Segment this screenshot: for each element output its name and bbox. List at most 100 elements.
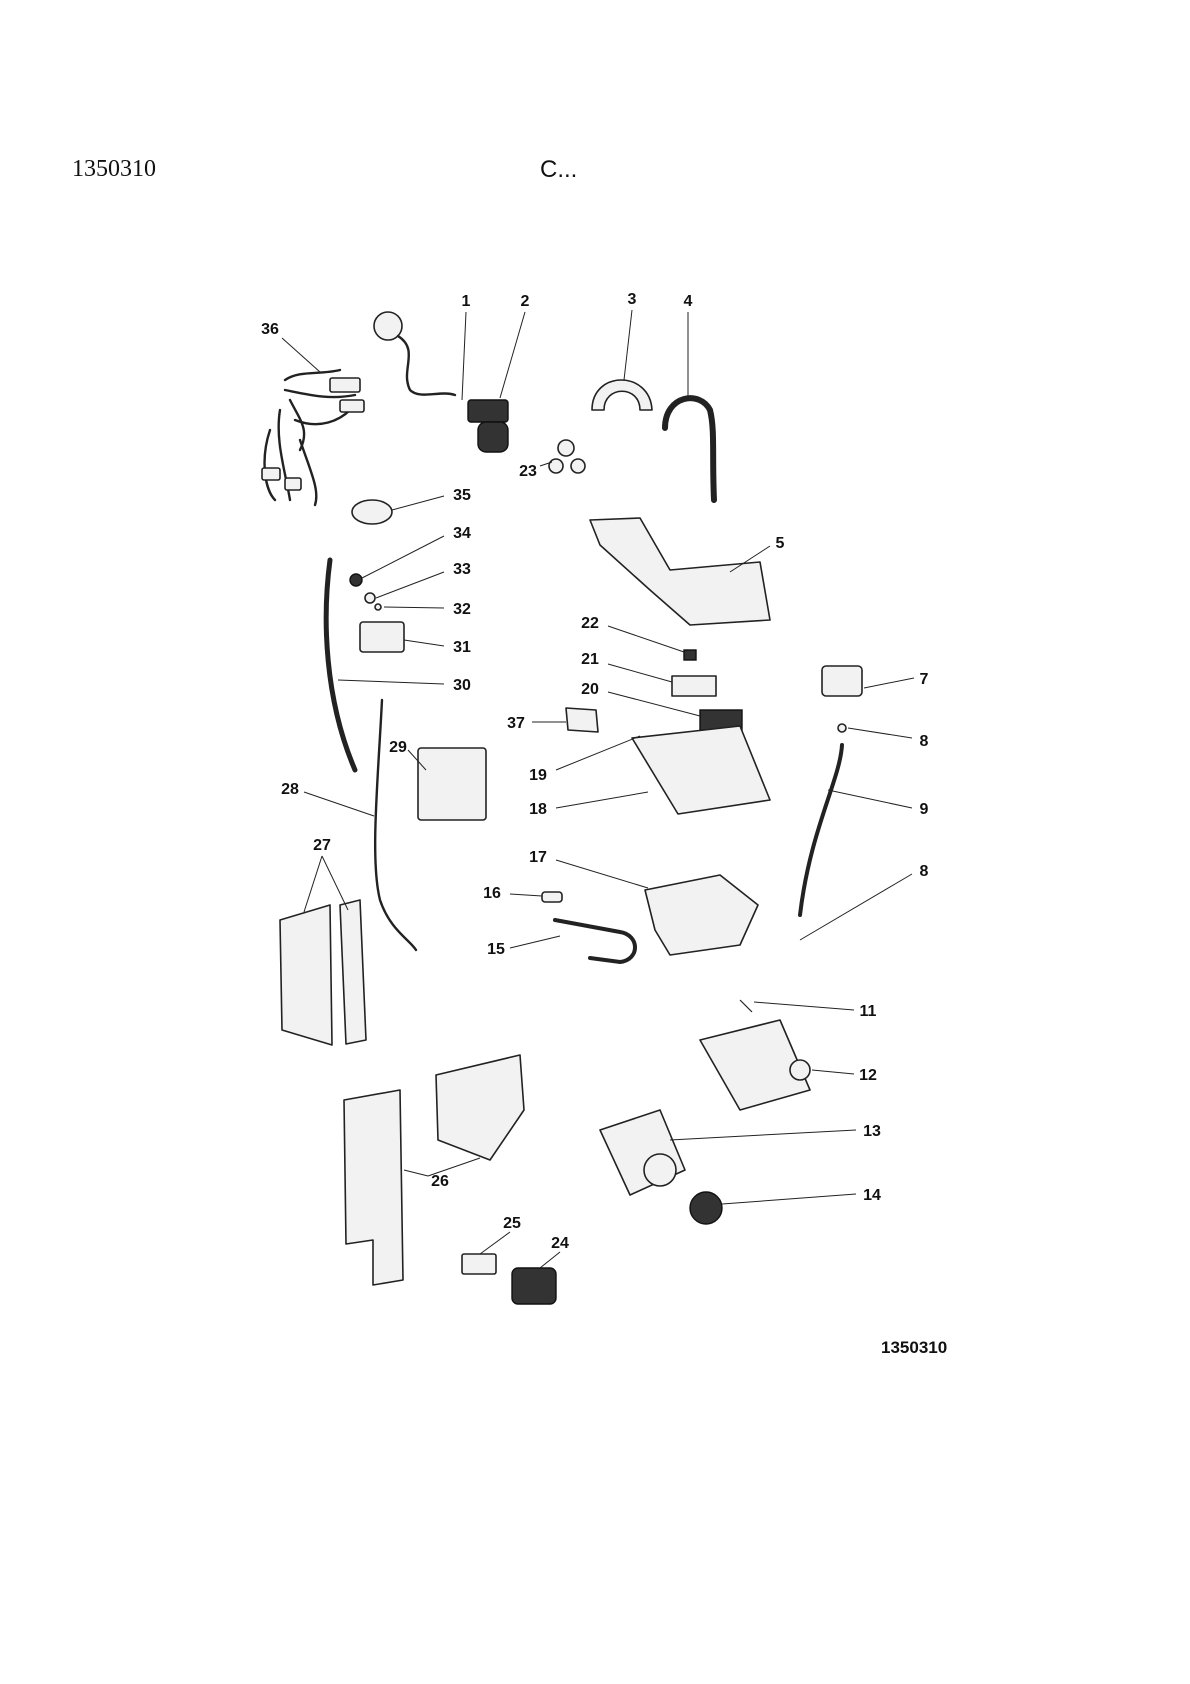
drain-hose-part bbox=[662, 395, 717, 503]
footer-code: 1350310 bbox=[881, 1338, 948, 1357]
svg-text:19: 19 bbox=[529, 767, 547, 784]
bracket-part bbox=[461, 1253, 497, 1275]
svg-text:14: 14 bbox=[863, 1187, 881, 1204]
pressure-hose-part bbox=[798, 743, 844, 917]
svg-text:8: 8 bbox=[920, 733, 929, 750]
callout-25: 25 bbox=[479, 1215, 521, 1255]
top-cover-part bbox=[589, 517, 771, 626]
svg-text:2: 2 bbox=[521, 293, 530, 310]
svg-text:4: 4 bbox=[684, 293, 693, 310]
callout-37: 37 bbox=[507, 715, 566, 732]
svg-text:23: 23 bbox=[519, 463, 537, 480]
earth-cable-part bbox=[373, 698, 418, 952]
callout-30: 30 bbox=[337, 677, 471, 694]
callout-33: 33 bbox=[375, 561, 471, 599]
wiring-harness-part bbox=[261, 368, 365, 507]
callout-31: 31 bbox=[403, 639, 471, 656]
svg-text:33: 33 bbox=[453, 561, 471, 578]
flap-part bbox=[565, 707, 599, 733]
svg-text:21: 21 bbox=[581, 651, 599, 668]
callout-1: 1 bbox=[461, 293, 471, 401]
callout-14: 14 bbox=[721, 1187, 881, 1205]
svg-text:11: 11 bbox=[860, 1003, 877, 1020]
callout-18: 18 bbox=[529, 791, 649, 818]
svg-text:18: 18 bbox=[529, 801, 547, 818]
motor-part bbox=[699, 999, 811, 1111]
detergent-box-part bbox=[644, 874, 759, 956]
hose-guide-part bbox=[591, 379, 653, 411]
svg-text:16: 16 bbox=[483, 885, 501, 902]
document-title: C... bbox=[540, 156, 578, 183]
callout-28: 28 bbox=[281, 781, 375, 817]
callout-8-bottom: 8 bbox=[799, 863, 929, 941]
callout-21: 21 bbox=[581, 651, 673, 683]
callout-9: 9 bbox=[827, 789, 929, 818]
callout-27: 27 bbox=[303, 837, 349, 913]
svg-text:7: 7 bbox=[920, 671, 929, 688]
svg-text:25: 25 bbox=[503, 1215, 521, 1232]
heating-element-part bbox=[541, 891, 637, 965]
drain-pump-part bbox=[599, 1109, 686, 1196]
svg-text:15: 15 bbox=[487, 941, 505, 958]
y-connector-part bbox=[548, 439, 586, 474]
svg-text:3: 3 bbox=[628, 291, 637, 308]
callout-19: 19 bbox=[529, 735, 641, 784]
callout-26: 26 bbox=[403, 1157, 481, 1190]
power-cord-filter-part bbox=[373, 311, 509, 453]
svg-text:22: 22 bbox=[581, 615, 599, 632]
relay-part bbox=[511, 1267, 557, 1305]
svg-text:8: 8 bbox=[920, 863, 929, 880]
svg-text:13: 13 bbox=[863, 1123, 881, 1140]
svg-text:20: 20 bbox=[581, 681, 599, 698]
parts-artwork bbox=[261, 311, 863, 1305]
callout-2: 2 bbox=[499, 293, 530, 399]
level-tube-assembly-part bbox=[323, 557, 405, 773]
svg-text:34: 34 bbox=[453, 525, 471, 542]
svg-text:30: 30 bbox=[453, 677, 471, 694]
svg-text:9: 9 bbox=[920, 801, 929, 818]
callout-29: 29 bbox=[389, 739, 427, 771]
svg-text:37: 37 bbox=[507, 715, 525, 732]
callout-5: 5 bbox=[729, 535, 785, 573]
svg-text:1: 1 bbox=[462, 293, 471, 310]
svg-text:29: 29 bbox=[389, 739, 407, 756]
door-lock-part bbox=[417, 747, 487, 821]
document-code: 1350310 bbox=[72, 156, 156, 182]
callout-3: 3 bbox=[623, 291, 637, 381]
callout-23: 23 bbox=[519, 461, 553, 480]
svg-text:26: 26 bbox=[431, 1173, 449, 1190]
svg-text:17: 17 bbox=[529, 849, 547, 866]
callout-13: 13 bbox=[669, 1123, 881, 1141]
callout-34: 34 bbox=[361, 525, 471, 579]
svg-text:28: 28 bbox=[281, 781, 299, 798]
gasket-part bbox=[351, 499, 393, 525]
callout-36: 36 bbox=[261, 321, 321, 373]
svg-text:24: 24 bbox=[551, 1235, 569, 1252]
svg-text:5: 5 bbox=[776, 535, 785, 552]
callout-16: 16 bbox=[483, 885, 543, 902]
callout-15: 15 bbox=[487, 935, 561, 958]
callout-17: 17 bbox=[529, 849, 649, 889]
callout-8-top: 8 bbox=[847, 727, 929, 750]
callout-32: 32 bbox=[383, 601, 471, 618]
callout-22: 22 bbox=[581, 615, 685, 653]
pump-filter-part bbox=[689, 1191, 723, 1225]
svg-text:27: 27 bbox=[313, 837, 331, 854]
callout-35: 35 bbox=[391, 487, 471, 511]
callout-4: 4 bbox=[684, 293, 693, 398]
svg-text:36: 36 bbox=[261, 321, 279, 338]
cover-panels-part bbox=[343, 1054, 525, 1286]
svg-text:32: 32 bbox=[453, 601, 471, 618]
callout-11: 11 bbox=[753, 1001, 877, 1020]
dispenser-tray-small-part bbox=[671, 675, 717, 697]
pressure-switch-part bbox=[821, 665, 863, 733]
svg-text:12: 12 bbox=[859, 1067, 877, 1084]
callout-20: 20 bbox=[581, 681, 701, 717]
dispenser-knob-part bbox=[683, 649, 697, 661]
dispenser-drawer-part bbox=[631, 725, 771, 815]
svg-text:35: 35 bbox=[453, 487, 471, 504]
control-board-part bbox=[279, 899, 367, 1046]
svg-text:31: 31 bbox=[453, 639, 471, 656]
callout-24: 24 bbox=[539, 1235, 569, 1269]
